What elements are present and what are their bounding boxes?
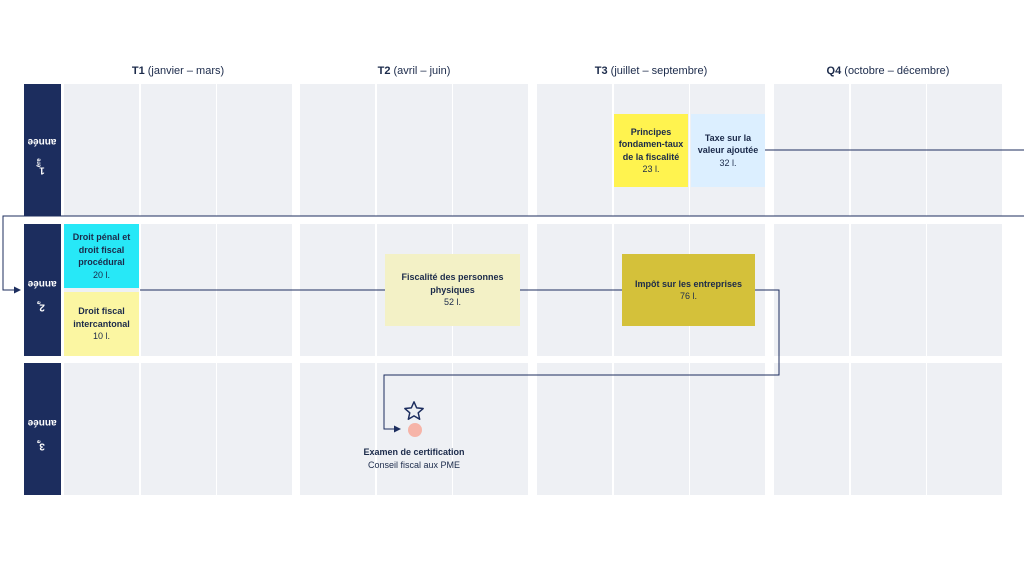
course-tva: Taxe sur la valeur ajoutée 32 l. <box>691 114 765 187</box>
quarter-header-t2: T2 (avril – juin) <box>300 65 528 77</box>
grid-cell <box>774 224 849 356</box>
exam-label: Examen de certification Conseil fiscal a… <box>356 446 472 471</box>
quarter-header-t1: T1 (janvier – mars) <box>64 65 292 77</box>
connector-year1-to-year2 <box>2 149 1024 290</box>
quarter-code: T1 <box>131 65 145 77</box>
course-lessons: 76 l. <box>679 291 697 301</box>
course-title: Droit pénal et droit fiscal procédural <box>72 232 131 267</box>
quarter-code: T3 <box>594 65 608 77</box>
grid-cell <box>927 363 1002 495</box>
grid-cell <box>217 363 292 495</box>
exam-title: Examen de certification <box>363 447 465 457</box>
grid-cell <box>850 363 926 495</box>
quarter-header-t3: T3 (juillet – septembre) <box>537 65 765 77</box>
year-label-2: 2e année <box>24 224 61 356</box>
exam-dot <box>408 423 422 437</box>
grid-cell <box>850 224 926 356</box>
grid-cell <box>453 84 528 216</box>
course-title: Impôt sur les entreprises <box>634 278 743 289</box>
grid-cell <box>64 363 139 495</box>
course-impot-entreprises: Impôt sur les entreprises 76 l. <box>622 254 755 326</box>
grid-cell <box>537 363 612 495</box>
grid-cell <box>774 363 849 495</box>
exam-subtitle: Conseil fiscal aux PME <box>367 459 461 470</box>
course-lessons: 32 l. <box>719 157 737 168</box>
course-lessons: 20 l. <box>92 269 110 280</box>
grid-cell <box>217 84 292 216</box>
course-fiscalite-personnes-physiques: Fiscalité des personnes physiques 52 l. <box>385 254 520 326</box>
course-title: Principes fondamen-taux de la fiscalité <box>618 126 684 162</box>
grid-cell <box>140 84 216 216</box>
grid-cell <box>453 363 528 495</box>
quarter-range: (octobre – décembre) <box>844 65 950 77</box>
grid-cell <box>690 363 765 495</box>
course-lessons: 52 l. <box>443 297 461 308</box>
grid-cell <box>927 224 1002 356</box>
grid-cell <box>140 363 216 495</box>
course-lessons: 23 l. <box>642 164 660 174</box>
quarter-range: (avril – juin) <box>393 65 451 77</box>
grid-cell <box>300 84 375 216</box>
quarter-code: T2 <box>377 65 391 77</box>
quarter-header-q4: Q4 (octobre – décembre) <box>774 65 1002 77</box>
course-principes-fondamentaux: Principes fondamen-taux de la fiscalité … <box>614 114 688 187</box>
grid-cell <box>613 363 689 495</box>
course-lessons: 10 l. <box>92 331 110 342</box>
course-title: Taxe sur la valeur ajoutée <box>697 132 759 156</box>
grid-cell <box>376 84 452 216</box>
year-label-3: 3e année <box>24 363 61 495</box>
star-icon <box>404 401 424 420</box>
connector-year2-chain <box>140 289 780 429</box>
quarter-range: (janvier – mars) <box>147 65 225 77</box>
quarter-code: Q4 <box>826 65 842 77</box>
course-title: Droit fiscal intercantonal <box>73 306 130 329</box>
year-label-1: 1ère année <box>24 84 61 216</box>
grid-cell <box>64 84 139 216</box>
course-droit-fiscal-intercantonal: Droit fiscal intercantonal 10 l. <box>64 292 139 356</box>
quarter-range: (juillet – septembre) <box>610 65 708 77</box>
course-title: Fiscalité des personnes physiques <box>401 272 504 295</box>
grid-cell <box>300 363 375 495</box>
grid-cell <box>537 84 612 216</box>
course-droit-penal: Droit pénal et droit fiscal procédural 2… <box>64 224 139 288</box>
